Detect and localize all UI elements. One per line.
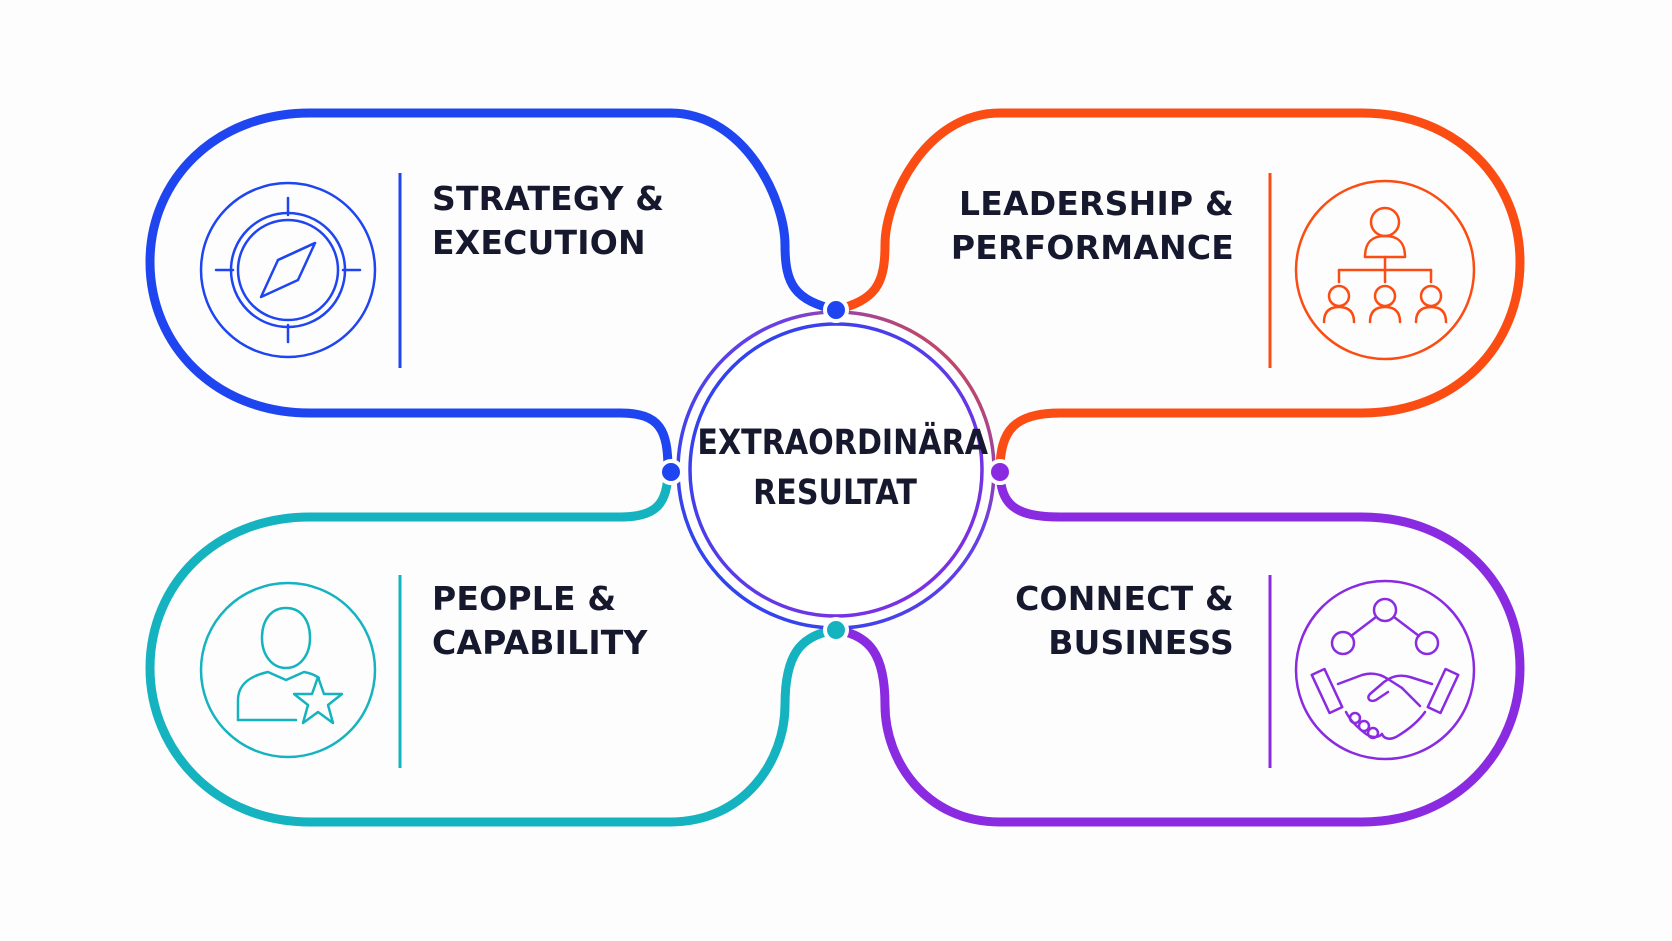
- strategy-label-line1: STRATEGY &: [432, 179, 665, 218]
- connect-label-line2: BUSINESS: [1048, 623, 1234, 662]
- handshake-network-icon: [1294, 579, 1476, 761]
- people-capability-label: PEOPLE & CAPABILITY: [432, 577, 732, 665]
- person-star-icon: [199, 581, 377, 759]
- strategy-execution-label: STRATEGY & EXECUTION: [432, 177, 732, 265]
- connector-dot-bottom: [823, 617, 849, 643]
- connector-dot-top: [823, 297, 849, 323]
- compass-icon: [199, 181, 377, 359]
- strategy-loop: [145, 108, 841, 475]
- leadership-loop: [831, 108, 1525, 475]
- org-chart-icon: [1294, 179, 1476, 361]
- leadership-label-line1: LEADERSHIP &: [959, 184, 1234, 223]
- leadership-label-line2: PERFORMANCE: [950, 228, 1234, 267]
- connect-loop: [831, 465, 1525, 827]
- people-label-line2: CAPABILITY: [432, 623, 648, 662]
- center-title-line2: RESULTAT: [753, 473, 917, 513]
- people-label-line1: PEOPLE &: [432, 579, 617, 618]
- connector-dot-left: [658, 459, 684, 485]
- connect-business-label: CONNECT & BUSINESS: [934, 577, 1234, 665]
- strategy-label-line2: EXECUTION: [432, 223, 646, 262]
- center-title-line1: EXTRAORDINÄRA: [697, 423, 989, 463]
- leadership-performance-label: LEADERSHIP & PERFORMANCE: [934, 182, 1234, 270]
- connect-label-line1: CONNECT &: [1015, 579, 1234, 618]
- center-inner-ring: [688, 322, 984, 618]
- center-title: EXTRAORDINÄRA RESULTAT: [697, 418, 989, 518]
- people-loop: [145, 465, 841, 827]
- connector-dot-right: [987, 459, 1013, 485]
